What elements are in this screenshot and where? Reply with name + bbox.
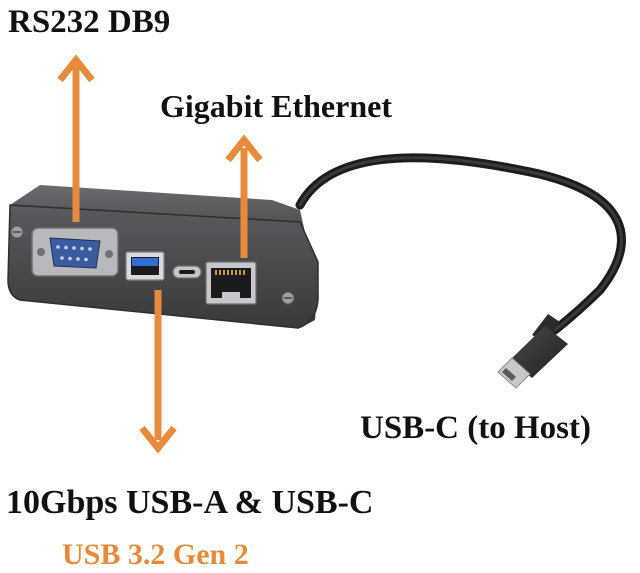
usb-c-plug	[497, 326, 568, 389]
arrow-ethernet	[225, 134, 263, 258]
usb-c-cable	[295, 153, 626, 389]
arrow-rs232	[57, 54, 95, 222]
usb-c-host-label: USB-C (to Host)	[360, 410, 591, 446]
usb-ports-label: 10Gbps USB-A & USB-C	[6, 484, 374, 521]
rs232-label: RS232 DB9	[8, 4, 171, 40]
usb-c-port-icon	[172, 265, 202, 279]
usb-generation-label: USB 3.2 Gen 2	[62, 538, 249, 571]
rj45-port-icon	[205, 261, 257, 305]
right-screw	[281, 291, 295, 305]
usb-a-port-icon	[125, 251, 165, 281]
left-screw	[10, 225, 24, 239]
arrow-usb-ports	[139, 290, 177, 454]
usb-c-hub-device	[7, 185, 319, 329]
db9-connector-icon	[31, 227, 119, 277]
gigabit-ethernet-label: Gigabit Ethernet	[160, 88, 392, 124]
